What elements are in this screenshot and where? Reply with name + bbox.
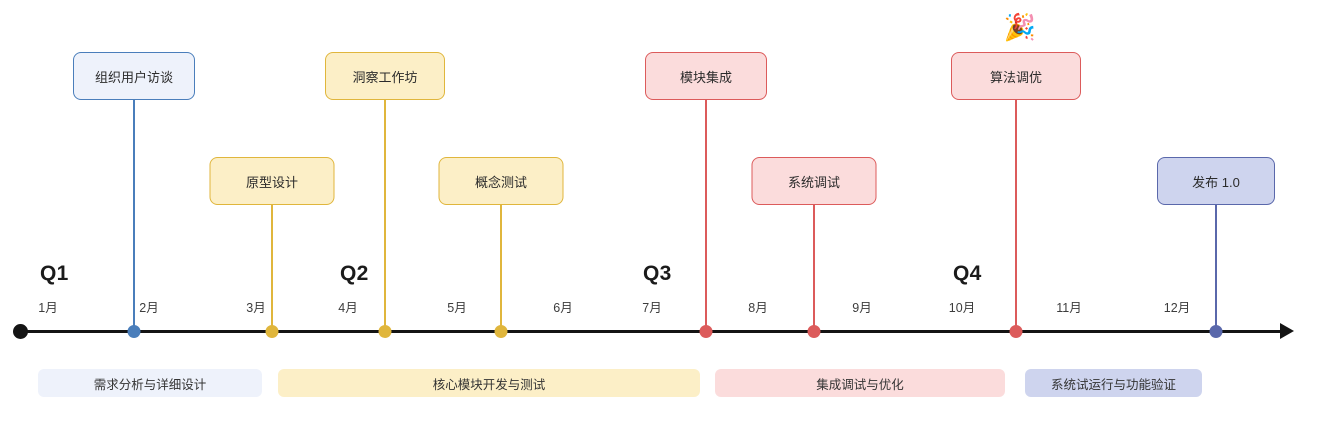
month-label: 1月	[38, 301, 58, 315]
month-label: 3月	[246, 301, 266, 315]
milestone-dot[interactable]	[378, 325, 392, 338]
milestone-card[interactable]: 系统调试	[751, 157, 877, 205]
milestone-card[interactable]: 发布 1.0	[1157, 157, 1275, 205]
timeline-axis-line	[20, 330, 1282, 333]
phase-bar[interactable]: 系统试运行与功能验证	[1025, 369, 1202, 397]
milestone-connector-line	[1215, 205, 1217, 331]
milestone-card-label: 洞察工作坊	[352, 69, 418, 85]
milestone-dot[interactable]	[699, 325, 713, 338]
milestone-card-label: 算法调优	[989, 69, 1042, 85]
milestone-connector-line	[813, 205, 815, 331]
month-label: 6月	[553, 301, 573, 315]
month-label: 8月	[748, 301, 768, 315]
milestone-card-label: 组织用户访谈	[94, 69, 173, 85]
month-label: 4月	[338, 301, 358, 315]
milestone-card-label: 模块集成	[679, 69, 732, 85]
milestone-card[interactable]: 组织用户访谈	[73, 52, 195, 100]
milestone-card-label: 概念测试	[474, 174, 527, 190]
month-label: 2月	[139, 301, 159, 315]
milestone-connector-line	[500, 205, 502, 331]
milestone-dot[interactable]	[807, 325, 821, 338]
milestone-card[interactable]: 概念测试	[438, 157, 564, 205]
month-label: 10月	[948, 301, 976, 315]
milestone-card-label: 系统调试	[787, 174, 840, 190]
month-label: 7月	[642, 301, 662, 315]
quarter-label-q2: Q2	[340, 262, 369, 285]
phase-bar-label: 集成调试与优化	[816, 377, 904, 392]
milestone-card[interactable]: 算法调优	[951, 52, 1081, 100]
phase-bar-label: 需求分析与详细设计	[93, 377, 207, 392]
milestone-connector-line	[705, 100, 707, 331]
milestone-card[interactable]: 洞察工作坊	[325, 52, 445, 100]
phase-bar[interactable]: 集成调试与优化	[715, 369, 1005, 397]
phase-bar-label: 系统试运行与功能验证	[1050, 377, 1176, 392]
phase-bar[interactable]: 核心模块开发与测试	[278, 369, 700, 397]
timeline-start-dot	[13, 324, 28, 339]
milestone-connector-line	[133, 100, 135, 331]
milestone-connector-line	[271, 205, 273, 331]
milestone-dot[interactable]	[1209, 325, 1223, 338]
milestone-card[interactable]: 原型设计	[209, 157, 335, 205]
milestone-card[interactable]: 模块集成	[645, 52, 767, 100]
month-label: 11月	[1056, 301, 1082, 315]
milestone-dot[interactable]	[265, 325, 279, 338]
party-popper-icon: 🎉	[1003, 12, 1037, 42]
timeline-arrow-icon	[1280, 323, 1294, 339]
milestone-dot[interactable]	[494, 325, 508, 338]
milestone-dot[interactable]	[127, 325, 141, 338]
milestone-connector-line	[384, 100, 386, 331]
month-label: 5月	[447, 301, 467, 315]
month-label: 12月	[1163, 301, 1191, 315]
milestone-card-label: 原型设计	[245, 174, 298, 190]
quarter-label-q3: Q3	[643, 262, 672, 285]
quarter-label-q4: Q4	[953, 262, 982, 285]
quarter-label-q1: Q1	[40, 262, 69, 285]
milestone-card-label: 发布 1.0	[1192, 174, 1240, 190]
month-label: 9月	[852, 301, 872, 315]
milestone-dot[interactable]	[1009, 325, 1023, 338]
phase-bar[interactable]: 需求分析与详细设计	[38, 369, 262, 397]
phase-bar-label: 核心模块开发与测试	[432, 377, 546, 392]
milestone-connector-line	[1015, 100, 1017, 331]
